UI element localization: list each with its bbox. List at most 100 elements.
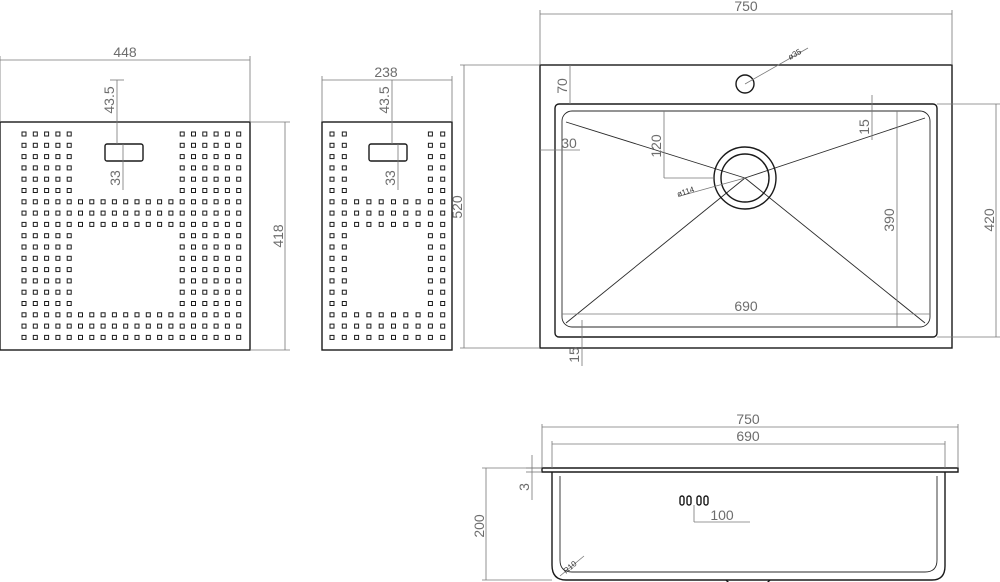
grid-hole: [224, 210, 230, 216]
grid-hole: [427, 323, 433, 329]
grid-hole: [236, 267, 242, 273]
grid-hole: [100, 312, 106, 318]
grid-hole: [44, 289, 50, 295]
grid-hole: [391, 221, 396, 227]
grid-hole: [403, 210, 409, 216]
grid-hole: [55, 199, 61, 205]
grid-hole: [329, 210, 335, 216]
grid-hole: [213, 323, 219, 329]
grid-hole: [440, 267, 446, 273]
grid-hole: [32, 233, 38, 239]
grid-hole: [89, 334, 95, 340]
plan-view: ø114 ø35 750 520 70 30 120 15 390: [449, 0, 1000, 366]
grid-hole: [341, 165, 347, 171]
grid-hole: [213, 244, 219, 250]
grid-hole: [55, 131, 61, 137]
grid-hole: [202, 233, 208, 239]
grid-hole: [179, 221, 185, 227]
plan-corner-label: 15: [856, 119, 872, 135]
grid-hole: [341, 278, 347, 284]
grid-hole: [341, 301, 347, 306]
grid-hole: [179, 210, 185, 216]
grid-hole: [179, 267, 185, 273]
grid-hole: [341, 244, 347, 250]
grid-hole: [440, 255, 446, 261]
grid-hole: [111, 312, 117, 318]
grid-hole: [32, 199, 38, 205]
small-grid-holes: [329, 131, 446, 340]
grid-hole: [341, 199, 347, 205]
large-grid-slot-label: 33: [107, 170, 123, 186]
grid-hole: [440, 244, 446, 250]
grid-hole: [440, 323, 446, 329]
grid-hole: [213, 255, 219, 261]
grid-hole: [191, 278, 196, 284]
plan-bowl-inner: [561, 110, 931, 328]
grid-hole: [21, 154, 27, 160]
grid-hole: [134, 199, 140, 205]
grid-hole: [191, 301, 196, 306]
grid-hole: [179, 244, 185, 250]
grid-hole: [44, 323, 50, 329]
grid-hole: [341, 154, 347, 160]
grid-hole: [224, 199, 230, 205]
grid-hole: [202, 278, 208, 284]
grid-hole: [202, 176, 208, 182]
grid-hole: [378, 334, 384, 340]
section-rim-label: 3: [516, 483, 532, 491]
grid-hole: [123, 323, 129, 329]
grid-hole: [66, 176, 72, 182]
section-rim: [541, 467, 959, 473]
grid-hole: [21, 334, 27, 340]
large-grid-offset-label: 43.5: [101, 86, 117, 113]
large-grid-width-label: 448: [113, 44, 137, 60]
grid-hole: [440, 278, 446, 284]
grid-hole: [55, 289, 61, 295]
grid-hole: [366, 312, 372, 318]
grid-hole: [427, 289, 433, 295]
grid-hole: [403, 199, 409, 205]
grid-hole: [191, 244, 196, 250]
grid-hole: [191, 267, 196, 273]
grid-hole: [78, 221, 83, 227]
plan-side-offset-label: 30: [561, 135, 577, 151]
grid-hole: [44, 210, 50, 216]
grid-hole: [427, 154, 433, 160]
grid-hole: [202, 131, 208, 137]
plan-drain-offset-label: 120: [648, 134, 664, 158]
section-bowl-inner: [559, 476, 938, 573]
section-view: 100 750 690 200 3 R10: [471, 411, 959, 582]
grid-hole: [224, 131, 230, 137]
grid-hole: [44, 142, 50, 148]
grid-hole: [32, 267, 38, 273]
grid-hole: [66, 244, 72, 250]
grid-hole: [341, 131, 347, 137]
grid-hole: [21, 323, 27, 329]
grid-hole: [391, 334, 396, 340]
plan-tap-offset-label: 70: [554, 78, 570, 94]
grid-hole: [66, 131, 72, 137]
grid-hole: [236, 244, 242, 250]
grid-hole: [366, 334, 372, 340]
grid-hole: [21, 255, 27, 261]
grid-hole: [66, 142, 72, 148]
grid-hole: [55, 221, 61, 227]
grid-hole: [123, 221, 129, 227]
grid-hole: [179, 131, 185, 137]
grid-hole: [168, 334, 174, 340]
grid-hole: [145, 312, 151, 318]
grid-hole: [329, 312, 335, 318]
grid-hole: [179, 199, 185, 205]
grid-hole: [415, 312, 421, 318]
grid-hole: [191, 199, 196, 205]
plan-tap-hole: [735, 74, 755, 94]
grid-hole: [44, 176, 50, 182]
plan-drain-label: ø114: [676, 185, 696, 199]
grid-hole: [134, 334, 140, 340]
grid-hole: [224, 244, 230, 250]
grid-hole: [329, 154, 335, 160]
section-radius-leader: [559, 555, 585, 577]
grid-hole: [213, 278, 219, 284]
grid-hole: [55, 334, 61, 340]
